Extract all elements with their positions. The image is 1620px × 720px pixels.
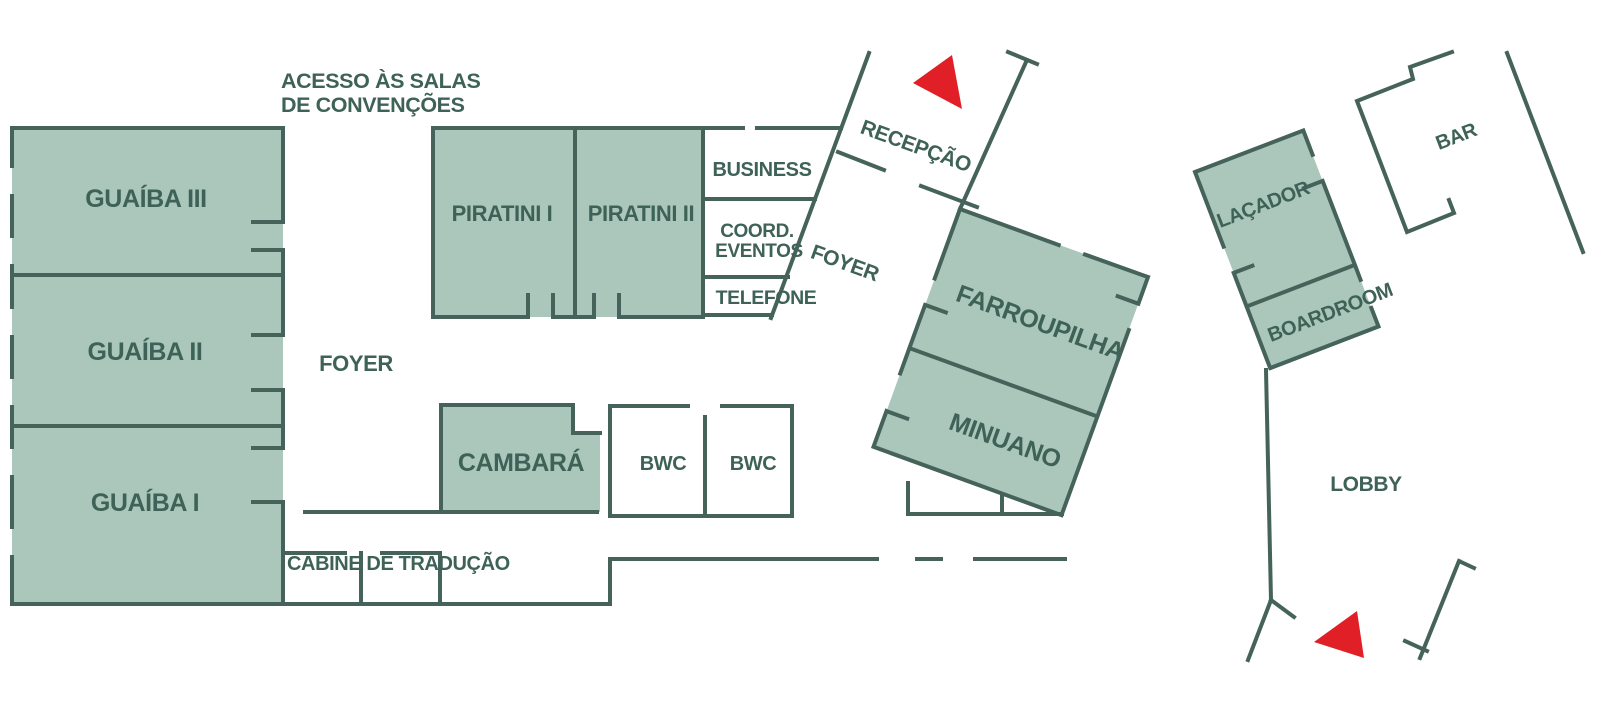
label-foyer-mid: FOYER <box>808 241 882 287</box>
label-bar: BAR <box>1433 119 1481 155</box>
lower-foyer-walls <box>281 481 1067 606</box>
label-cambara: CAMBARÁ <box>458 448 585 477</box>
lacador-boardroom-fill <box>1195 130 1379 369</box>
label-guaiba3: GUAÍBA III <box>85 184 206 213</box>
label-telefone: TELEFONE <box>716 287 817 309</box>
cambara-walls <box>303 403 602 514</box>
piratini-walls <box>431 126 843 319</box>
label-coord-line2: EVENTOS <box>715 241 803 262</box>
label-piratini2: PIRATINI II <box>588 201 694 226</box>
label-acesso-line1: ACESSO ÀS SALAS <box>281 68 481 93</box>
piratini-block-fill <box>433 128 703 317</box>
label-cabine-traducao: CABINE DE TRADUÇÃO <box>287 552 510 575</box>
cambara-fill <box>441 405 600 512</box>
entrance-arrows <box>913 55 1364 658</box>
room-fills <box>12 128 1379 604</box>
label-lobby: LOBBY <box>1330 473 1402 496</box>
label-bwc1: BWC <box>640 453 687 475</box>
bar-walls <box>1354 49 1457 235</box>
lobby-walls <box>1245 50 1586 663</box>
entrance-arrow-bottom-icon <box>1314 611 1364 658</box>
label-guaiba2: GUAÍBA II <box>88 337 203 366</box>
cabine-walls <box>281 551 442 606</box>
label-piratini1: PIRATINI I <box>452 201 553 226</box>
bwc-walls <box>608 404 794 518</box>
label-business: BUSINESS <box>712 159 811 181</box>
walls <box>10 49 1586 663</box>
guaiba-block-fill <box>12 128 283 604</box>
lacador-boardroom-walls <box>1192 127 1382 371</box>
farroupilha-minuano-fill <box>873 209 1148 516</box>
business-walls <box>701 197 817 317</box>
label-foyer-left: FOYER <box>319 351 393 376</box>
entrance-arrow-top-icon <box>913 55 962 109</box>
farroupilha-minuano-walls <box>870 206 1151 518</box>
label-coord-line1: COORD. <box>720 221 794 242</box>
corridor-walls <box>768 49 1040 321</box>
label-acesso-line2: DE CONVENÇÕES <box>281 92 465 117</box>
label-guaiba1: GUAÍBA I <box>91 488 199 517</box>
label-bwc2: BWC <box>730 453 777 475</box>
